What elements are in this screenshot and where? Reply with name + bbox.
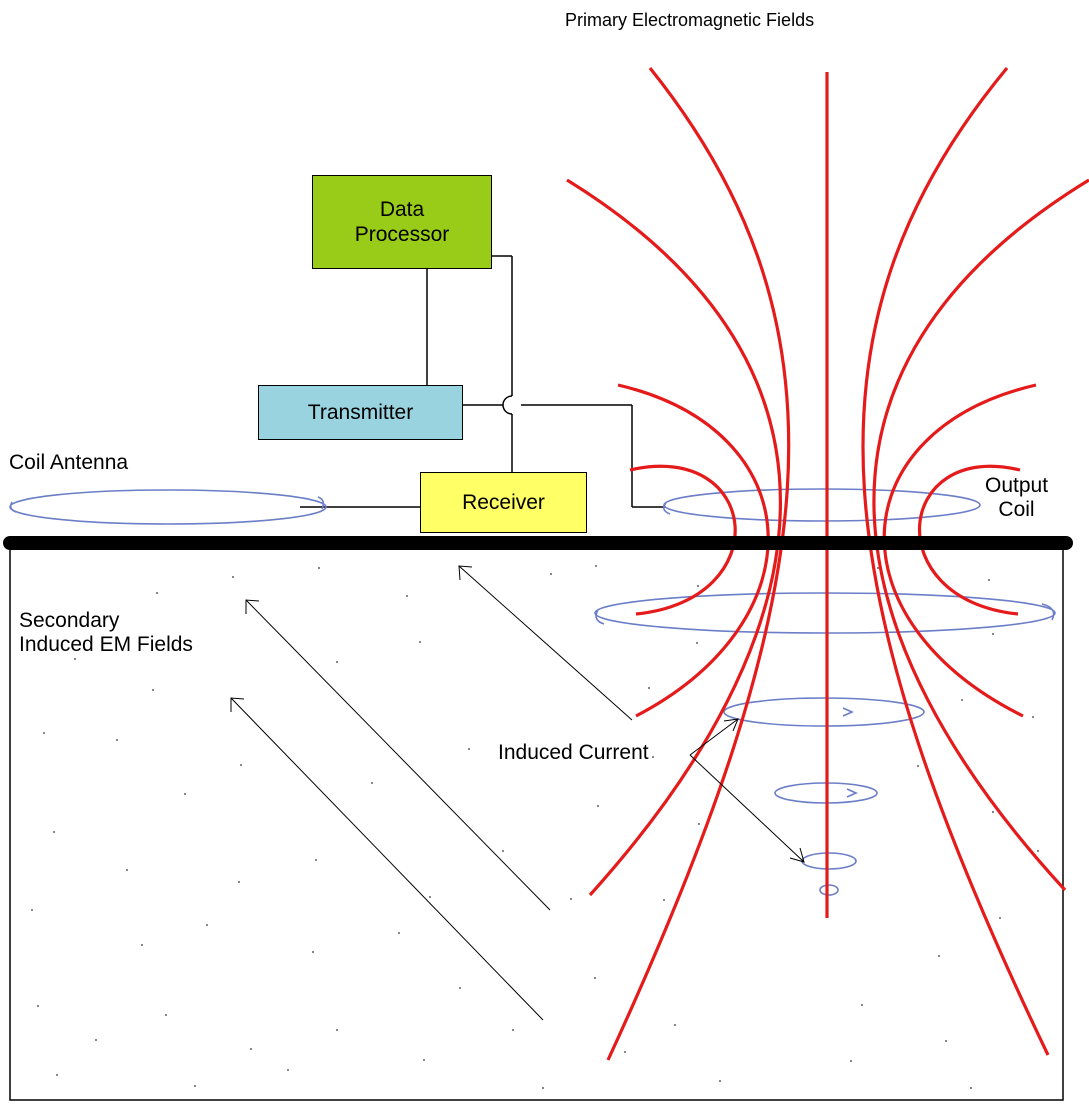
data-processor-label: Data Processor [354, 197, 450, 246]
output-coil-label: Output Coil [985, 474, 1049, 522]
coil-antenna-loop [9, 489, 327, 525]
output-coil-loop [663, 488, 981, 522]
induced-current-label: Induced Current [498, 741, 649, 764]
receiver-box: Receiver [420, 472, 587, 533]
primary-field-lines [566, 66, 1089, 1061]
induced-current-pointers [689, 718, 805, 863]
secondary-field-arrows [230, 565, 633, 1021]
data-processor-box: Data Processor [312, 175, 492, 269]
induced-loop-4 [801, 852, 857, 870]
coil-antenna-label: Coil Antenna [9, 451, 129, 474]
induced-loop-5 [819, 884, 839, 896]
induced-loop-2 [723, 697, 925, 727]
ground-speckles [31, 565, 1039, 1089]
transmitter-label: Transmitter [307, 400, 414, 424]
secondary-fields-label: Secondary Induced EM Fields [19, 609, 193, 657]
transmitter-box: Transmitter [258, 385, 463, 440]
receiver-label: Receiver [462, 490, 545, 514]
induced-loop-1 [594, 592, 1056, 634]
primary-fields-label: Primary Electromagnetic Fields [565, 10, 815, 30]
wiring [300, 255, 666, 508]
